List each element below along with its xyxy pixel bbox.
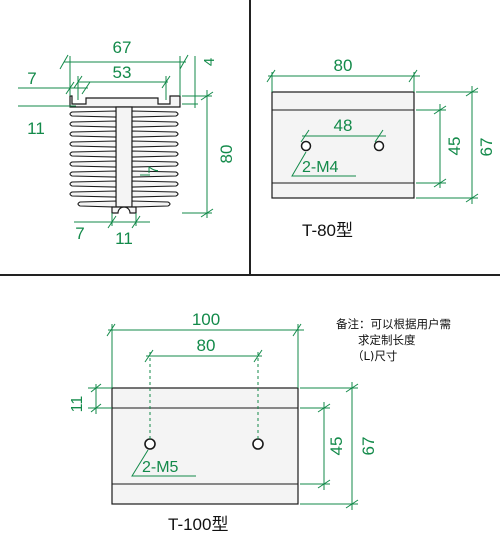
note-line-2: 求定制长度: [358, 333, 416, 347]
customization-note: 备注：可以根据用户需 求定制长度 （L)尺寸: [336, 316, 496, 364]
dim-4-label: 4: [201, 58, 218, 66]
t100-dim-45-label: 45: [327, 437, 346, 456]
t80-hole-label: 2-M4: [302, 159, 339, 176]
t80-dim-80-label: 80: [334, 56, 353, 75]
t100-plate: [111, 387, 299, 505]
t100-hole-left: [144, 438, 156, 450]
profile-fin-right: [131, 130, 179, 138]
profile-fin-left: [69, 180, 117, 188]
profile-fin-left: [69, 160, 117, 168]
dim-11-slot-label: 11: [27, 119, 45, 138]
profile-fin-left: [69, 140, 117, 148]
dim-11-foot-label: 11: [115, 229, 133, 248]
heatsink-profile: [69, 95, 181, 214]
profile-fin-left: [69, 110, 117, 118]
profile-fin-right: [131, 120, 179, 128]
profile-fin-left: [69, 130, 117, 138]
profile-fin-left: [69, 150, 117, 158]
t80-dim-45-label: 45: [445, 137, 464, 156]
t80-dim-labels: 80 48 45 67 2-M4 T-80型: [302, 56, 496, 240]
note-line-1: 备注：可以根据用户需: [336, 317, 451, 331]
t100-hole-label: 2-M5: [142, 459, 179, 476]
dim-67-label: 67: [113, 38, 132, 57]
t100-plate-outline: [111, 387, 299, 505]
t80-plate-outline: [271, 91, 415, 199]
t80-hole-left: [300, 140, 312, 152]
t100-dim-labels: 100 80 11 45 67 2-M5 T-100型: [69, 310, 378, 534]
dim-7-fin-label: 7: [145, 166, 161, 174]
t80-caption: T-80型: [302, 221, 353, 240]
profile-fin-left: [69, 120, 117, 128]
profile-fin-right: [131, 110, 179, 118]
t100-dim-11-label: 11: [69, 396, 86, 413]
profile-fin-right: [131, 200, 171, 208]
t80-dim-48-label: 48: [334, 116, 353, 135]
dim-80-height-label: 80: [217, 145, 236, 164]
profile-fin-left: [77, 200, 117, 208]
profile-dimensions: [18, 54, 214, 229]
profile-spine: [115, 106, 133, 208]
note-line-3: （L)尺寸: [352, 349, 398, 363]
profile-fin-left: [69, 170, 117, 178]
t100-dim-67-label: 67: [359, 437, 378, 456]
profile-fin-right: [131, 190, 179, 198]
dim-7-flange-label: 7: [27, 69, 36, 88]
profile-fin-right: [131, 160, 179, 168]
t100-dim-80-label: 80: [197, 336, 216, 355]
t80-dim-67-label: 67: [477, 138, 496, 157]
profile-fin-right: [131, 150, 179, 158]
t100-hole-right: [252, 438, 264, 450]
profile-top-flange: [69, 95, 181, 108]
t80-hole-right: [373, 140, 385, 152]
dim-53-label: 53: [113, 63, 132, 82]
t80-dimensions: [266, 69, 479, 204]
t100-dimensions: [88, 323, 359, 510]
t100-dim-100-label: 100: [192, 310, 220, 329]
profile-fin-left: [69, 190, 117, 198]
t100-caption: T-100型: [168, 515, 228, 534]
dim-7-foot-label: 7: [75, 224, 84, 243]
t80-plate: [271, 91, 415, 199]
profile-foot: [111, 206, 137, 214]
profile-dim-labels: 67 53 7 4 11 80 7 7 11: [27, 38, 236, 248]
profile-fin-right: [131, 140, 179, 148]
profile-fin-right: [131, 180, 179, 188]
